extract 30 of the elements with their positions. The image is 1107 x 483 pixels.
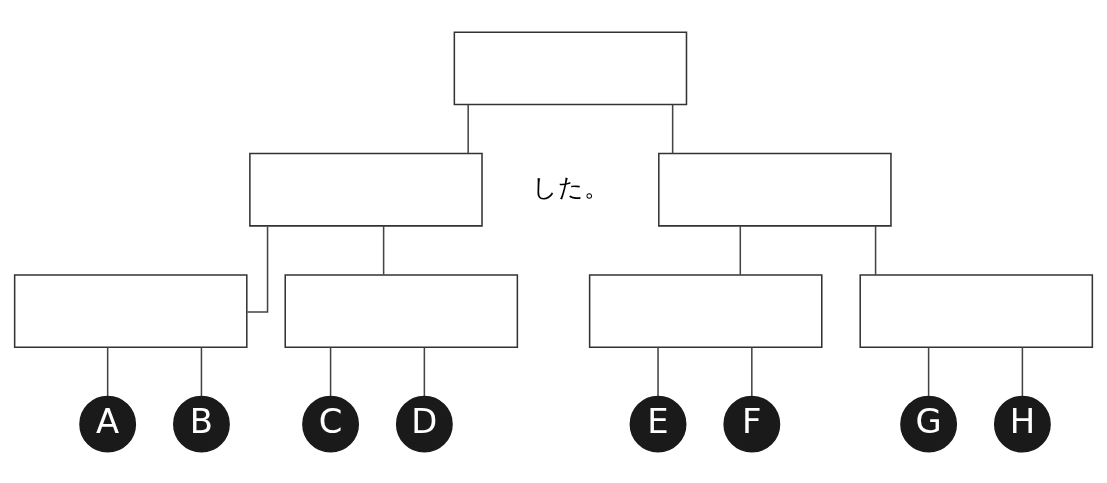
- connector: [329, 346, 332, 397]
- connector: [739, 224, 742, 276]
- connector: [382, 224, 385, 276]
- connector: [106, 346, 109, 397]
- connector: [1021, 346, 1024, 397]
- node-box: [284, 273, 519, 348]
- connector: [467, 103, 469, 154]
- connector: [200, 346, 203, 397]
- connector: [874, 224, 877, 276]
- node-box: [13, 273, 248, 348]
- node-circle: E: [629, 395, 687, 453]
- node-box: [658, 152, 892, 227]
- label: した。: [531, 172, 609, 202]
- node-circle: F: [723, 395, 781, 453]
- connector: [927, 346, 930, 397]
- connector: [671, 103, 674, 154]
- node-box: [453, 30, 688, 105]
- node-circle: H: [993, 395, 1051, 453]
- connector: [657, 346, 659, 397]
- node-circle: G: [900, 395, 958, 453]
- node-circle: D: [395, 395, 453, 453]
- node-circle: B: [173, 395, 230, 453]
- connector: [246, 225, 269, 313]
- node-box: [588, 273, 823, 348]
- node-circle: C: [302, 395, 359, 453]
- node-box: [249, 152, 483, 227]
- connector: [751, 346, 753, 397]
- node-box: [859, 273, 1094, 348]
- connector: [423, 346, 426, 397]
- node-circle: A: [79, 395, 137, 453]
